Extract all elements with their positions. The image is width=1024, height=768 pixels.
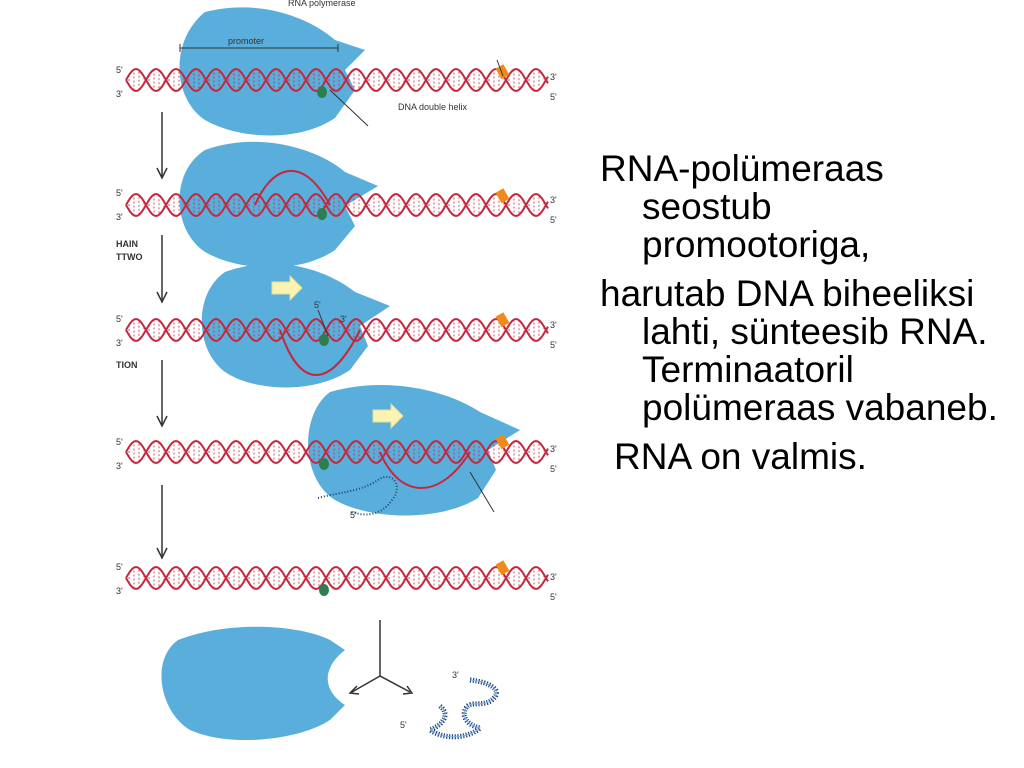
svg-text:3': 3' bbox=[550, 320, 557, 330]
released-rna bbox=[424, 677, 499, 740]
dna-strand-bottom bbox=[125, 439, 549, 465]
svg-text:3': 3' bbox=[550, 72, 557, 82]
text-item-1: RNA-polümeraas seostub promootoriga, bbox=[600, 148, 884, 265]
svg-text:3': 3' bbox=[116, 89, 123, 99]
svg-text:3': 3' bbox=[550, 444, 557, 454]
svg-text:5': 5' bbox=[550, 215, 557, 225]
svg-text:3': 3' bbox=[340, 314, 347, 324]
svg-text:3': 3' bbox=[116, 461, 123, 471]
svg-text:5': 5' bbox=[550, 340, 557, 350]
svg-text:5': 5' bbox=[116, 188, 123, 198]
transcription-diagram: promoter RNA polymerase DNA double helix… bbox=[116, 0, 557, 741]
dna-strand-bottom bbox=[125, 192, 549, 218]
stage-4-termination: 5' 5' 3' 3' 5' bbox=[116, 385, 557, 520]
svg-text:5': 5' bbox=[116, 562, 123, 572]
svg-text:5': 5' bbox=[550, 464, 557, 474]
dna-strand-bottom bbox=[125, 565, 549, 591]
svg-text:5': 5' bbox=[314, 300, 321, 310]
dna-helix bbox=[125, 565, 549, 591]
nascent-rna bbox=[317, 475, 398, 516]
svg-text:5': 5' bbox=[550, 592, 557, 602]
dna-strand-top bbox=[125, 565, 549, 591]
dna-strand-top bbox=[125, 317, 549, 343]
explanation-text: RNA-polümeraas seostub promootoriga, har… bbox=[600, 150, 1010, 487]
svg-text:5': 5' bbox=[350, 510, 357, 520]
svg-text:TTWO: TTWO bbox=[116, 252, 143, 262]
dna-double-helix-label: DNA double helix bbox=[398, 102, 468, 112]
direction-arrow bbox=[271, 274, 303, 302]
dna-strand-bottom bbox=[125, 317, 549, 343]
stage-arrows bbox=[156, 112, 168, 560]
stage-5-released-dna: 5' 3' 3' 5' bbox=[116, 560, 557, 602]
terminator-marker bbox=[495, 64, 510, 80]
stage-3-elongation: 5' 3' 5' 3' 3' 5' TION bbox=[116, 263, 557, 388]
svg-text:3': 3' bbox=[116, 212, 123, 222]
side-label-2: TION bbox=[116, 360, 138, 370]
dna-helix bbox=[125, 439, 549, 465]
svg-text:3': 3' bbox=[116, 338, 123, 348]
side-label-1: HAIN bbox=[116, 239, 138, 249]
stage-2-opening: 5' 3' 3' 5' HAIN TTWO bbox=[116, 141, 557, 268]
dna-helix bbox=[125, 67, 549, 93]
dna-strand-top bbox=[125, 192, 549, 218]
svg-text:5': 5' bbox=[116, 314, 123, 324]
promoter-marker bbox=[317, 86, 327, 98]
svg-text:5': 5' bbox=[116, 65, 123, 75]
rna-polymerase-label: RNA polymerase bbox=[288, 0, 356, 8]
dna-strand-top bbox=[125, 67, 549, 93]
dna-strand-top bbox=[125, 439, 549, 465]
text-item-2: harutab DNA biheeliksi lahti, sünteesib … bbox=[600, 273, 998, 428]
svg-text:3': 3' bbox=[550, 572, 557, 582]
stage-6-products: 3' 5' bbox=[161, 620, 499, 741]
dna-helix bbox=[125, 317, 549, 343]
text-item-3: RNA on valmis. bbox=[614, 436, 867, 477]
svg-text:5': 5' bbox=[400, 720, 407, 730]
dna-strand-bottom bbox=[125, 67, 549, 93]
released-polymerase bbox=[161, 626, 345, 741]
svg-text:5': 5' bbox=[550, 92, 557, 102]
svg-text:3': 3' bbox=[550, 195, 557, 205]
stage-1-binding: promoter RNA polymerase DNA double helix… bbox=[116, 0, 557, 136]
svg-text:3': 3' bbox=[116, 586, 123, 596]
promoter-label: promoter bbox=[228, 36, 264, 46]
svg-text:5': 5' bbox=[116, 437, 123, 447]
svg-text:3': 3' bbox=[452, 670, 459, 680]
